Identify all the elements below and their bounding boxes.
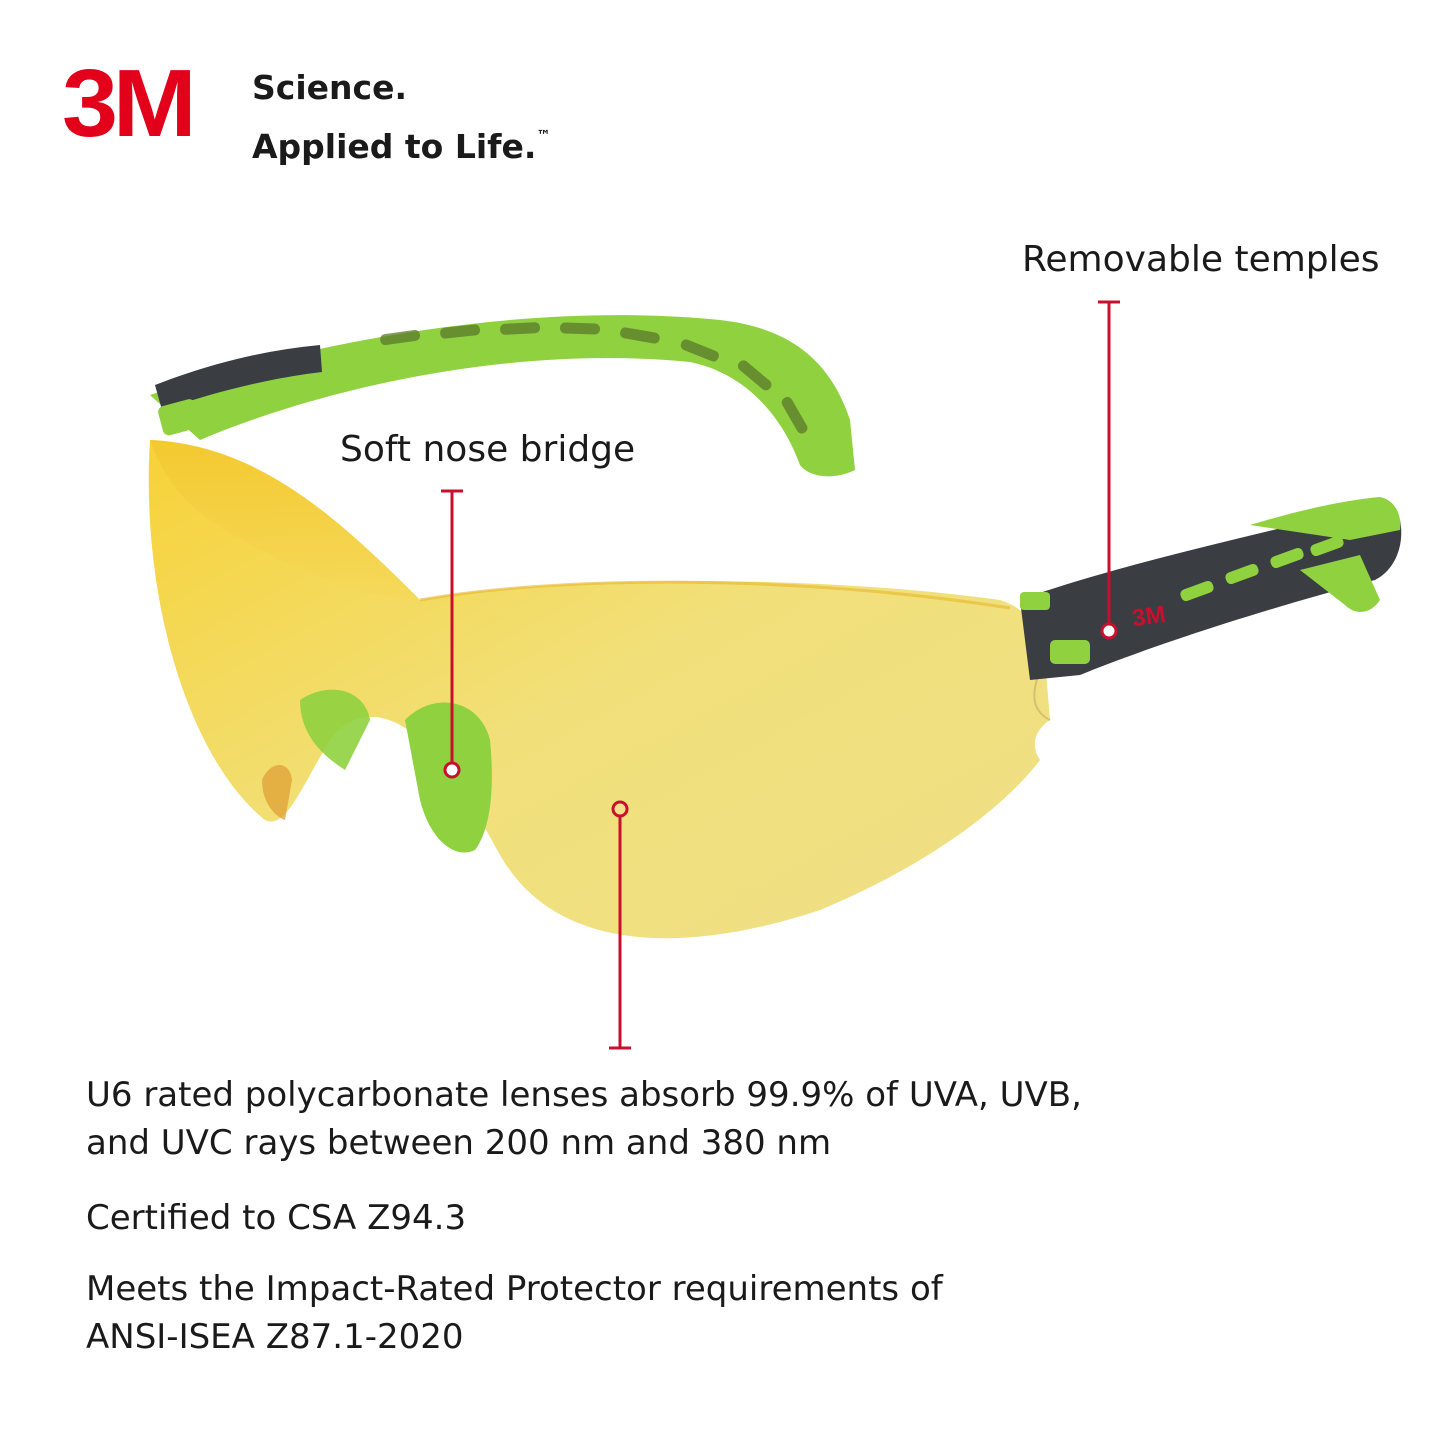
brand-tagline: Science. Applied to Life.™: [252, 64, 550, 171]
yellow-lens: [148, 440, 1051, 939]
callout-lens-marker: [609, 800, 631, 1050]
spec-lens-line-1: U6 rated polycarbonate lenses absorb 99.…: [86, 1075, 1082, 1115]
spec-lens-protection: U6 rated polycarbonate lenses absorb 99.…: [86, 1071, 1286, 1167]
callout-nose-bridge-marker: [441, 489, 463, 779]
trademark-symbol: ™: [536, 128, 551, 144]
spec-ansi-standard: Meets the Impact-Rated Protector require…: [86, 1265, 1286, 1361]
far-temple-arm: [150, 315, 855, 477]
callout-temples-marker: [1098, 300, 1120, 640]
spec-csa-line: Certified to CSA Z94.3: [86, 1198, 467, 1238]
3m-logo: 3M: [62, 50, 197, 157]
spec-ansi-line-2: ANSI-ISEA Z87.1-2020: [86, 1317, 464, 1357]
near-temple-arm: 3M: [1020, 497, 1402, 680]
tagline-line-1: Science.: [252, 68, 407, 107]
brand-header: 3M Science. Applied to Life.™: [62, 50, 622, 167]
tagline-line-2: Applied to Life.™: [252, 127, 551, 166]
spec-lens-line-2: and UVC rays between 200 nm and 380 nm: [86, 1123, 832, 1163]
callout-label-nose-bridge: Soft nose bridge: [340, 429, 636, 470]
callout-label-temples: Removable temples: [1022, 239, 1380, 280]
temple-3m-logo: 3M: [1131, 601, 1168, 632]
spec-ansi-line-1: Meets the Impact-Rated Protector require…: [86, 1269, 943, 1309]
spec-csa-certification: Certified to CSA Z94.3: [86, 1194, 1286, 1242]
